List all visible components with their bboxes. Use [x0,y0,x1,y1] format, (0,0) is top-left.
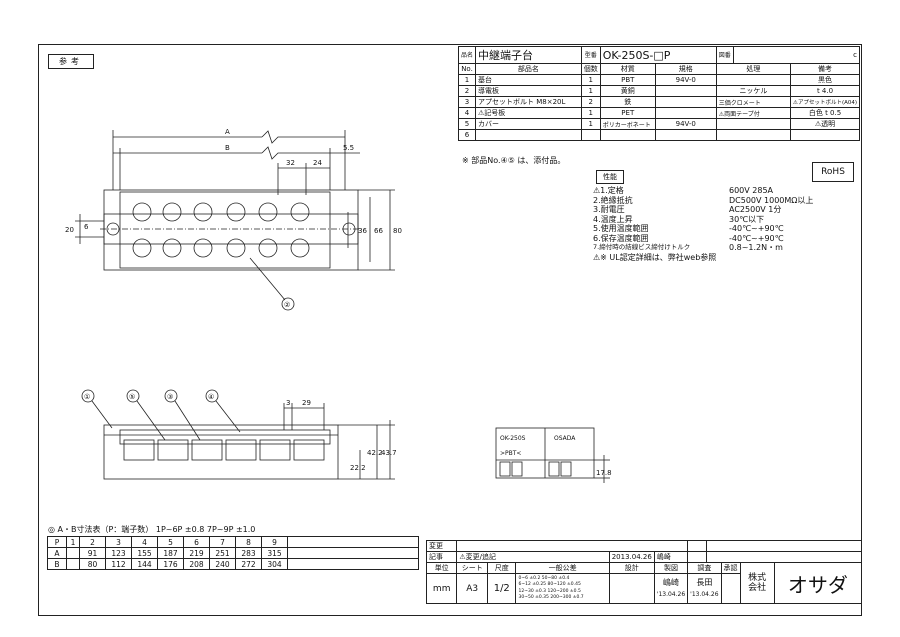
callout-4: ④ [208,393,214,401]
company-name: オサダ [773,562,863,604]
unit-label: 単位 [425,562,458,574]
dim-42-2: 42.2 [367,449,383,457]
dim-36: 36 [358,227,367,235]
drafter: 嶋崎 [662,578,679,587]
dim-20: 20 [65,226,74,234]
table-row: 6 [457,129,860,141]
dim-b: B [225,144,230,152]
rohs-badge: RoHS [812,162,854,182]
dim-32: 32 [286,159,295,167]
dim-66: 66 [374,227,383,235]
drawing-frame [38,44,862,616]
company-prefix-2: 会社 [748,583,767,593]
change-date: 2013.04.26 [608,551,655,563]
callout-1: ① [84,393,90,401]
scale-label: 尺度 [487,562,517,574]
change-label: 変更 [425,540,458,552]
company-prefix-1: 株式 [748,573,767,583]
product-name: 中継端子台 [475,46,582,64]
dim-24: 24 [313,159,322,167]
dim-43-7: 43.7 [381,449,397,457]
type-number: OK-250S-□P [599,46,717,64]
dim-29: 29 [302,399,311,407]
change-by: 嶋崎 [653,551,689,563]
callout-5: ⑤ [129,393,135,401]
record-label: 記事 [425,551,458,563]
sheet-label: シート [456,562,489,574]
spec-row: 6.保存温度範囲-40℃~+90℃ [593,233,784,243]
check-label: 調査 [687,562,722,574]
approve-label: 承認 [720,562,741,574]
ul-note: ⚠※ UL認定詳細は、弊社web参照 [593,252,717,262]
unit-value: mm [425,573,458,604]
spec-row: 5.使用温度範囲-40℃~+90℃ [593,224,784,233]
dim-6: 6 [84,223,89,231]
reference-stamp: 参考 [48,54,94,69]
checker: 長田 [696,578,713,587]
parts-note: ※ 部品No.④⑤ は、添付品。 [462,156,566,165]
title-block: 変更 記事 ⚠変更/追記 2013.04.26 嶋崎 単位 シート 尺度 一般公… [425,540,863,604]
dim-5-5: 5.5 [343,144,354,152]
sheet-value: A3 [456,573,489,604]
tolerance-label: 一般公差 [515,562,610,574]
dim-17-8: 17.8 [596,469,612,477]
callout-3: ③ [167,393,173,401]
dim-22-2: 22.2 [350,464,366,472]
parts-table: 品名 中継端子台 型番 OK-250S-□P 図番 c No. 部品名 個数 材… [457,46,861,141]
dim-80: 80 [393,227,402,235]
scale-value: 1/2 [487,573,517,604]
dim-table-title: ◎ A・B寸法表（P：端子数） 1P~6P ±0.8 7P~9P ±1.0 [48,525,256,534]
draft-label: 製図 [653,562,689,574]
dim-3: 3 [286,399,290,407]
performance-label: 性能 [596,170,624,184]
label-model: OK-250S [500,435,526,442]
label-material: >PBT< [500,450,521,457]
label-brand: OSADA [554,435,576,442]
change-entry: ⚠変更/追記 [456,551,610,563]
design-label: 設計 [608,562,655,574]
callout-2: ② [284,301,290,309]
dim-a: A [225,128,230,136]
